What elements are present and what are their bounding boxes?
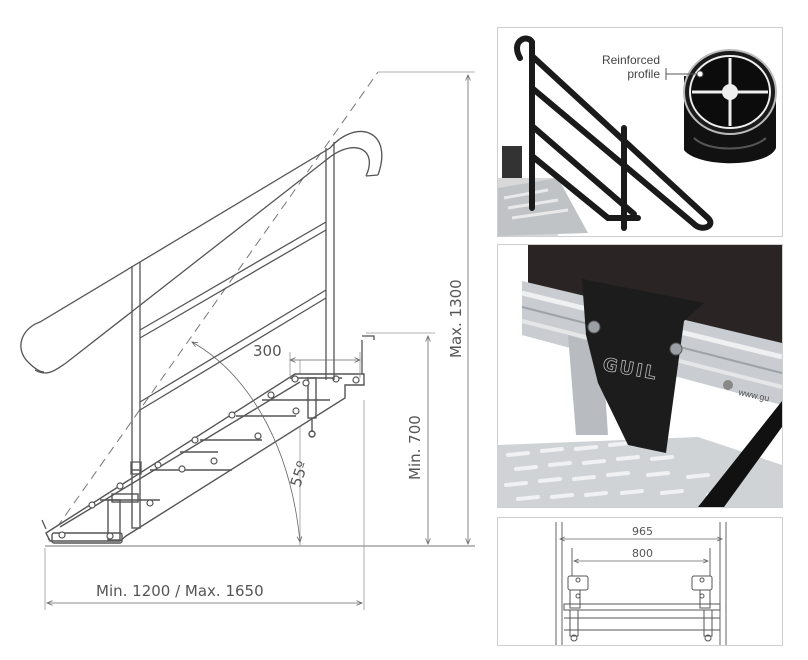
width-detail-panel: 965 800 [497, 517, 783, 646]
width-illustration: 965 800 [555, 522, 727, 645]
rail-tube [514, 35, 714, 231]
clamp-detail-panel: www.gu GUIL [497, 244, 783, 508]
clamp-illustration: www.gu GUIL [498, 245, 782, 507]
stringer [45, 373, 365, 544]
max-slope-dashed-line [47, 71, 379, 541]
profile-detail-panel: Reinforced profile [497, 27, 783, 237]
angle-arc [192, 342, 300, 542]
clamp-bracket [582, 279, 704, 453]
inner-width-label: 800 [632, 547, 653, 560]
handrail [20, 131, 383, 530]
reinforced-profile-callout: Reinforced profile [601, 53, 660, 81]
profile-cross-section [683, 49, 777, 164]
angle-label: 55º [287, 459, 312, 489]
width-step [563, 603, 721, 642]
max-height-label: Max. 1300 [447, 279, 465, 358]
length-label: Min. 1200 / Max. 1650 [96, 582, 264, 600]
staircase-drawing: 300 55º Min. 700 Max. 1300 Min. 1200 / M… [20, 71, 475, 610]
depth-dimension-label: 300 [253, 342, 282, 360]
outer-width-label: 965 [632, 525, 653, 538]
width-brackets [567, 575, 713, 609]
min-height-label: Min. 700 [406, 415, 424, 480]
profile-illustration [498, 35, 777, 236]
